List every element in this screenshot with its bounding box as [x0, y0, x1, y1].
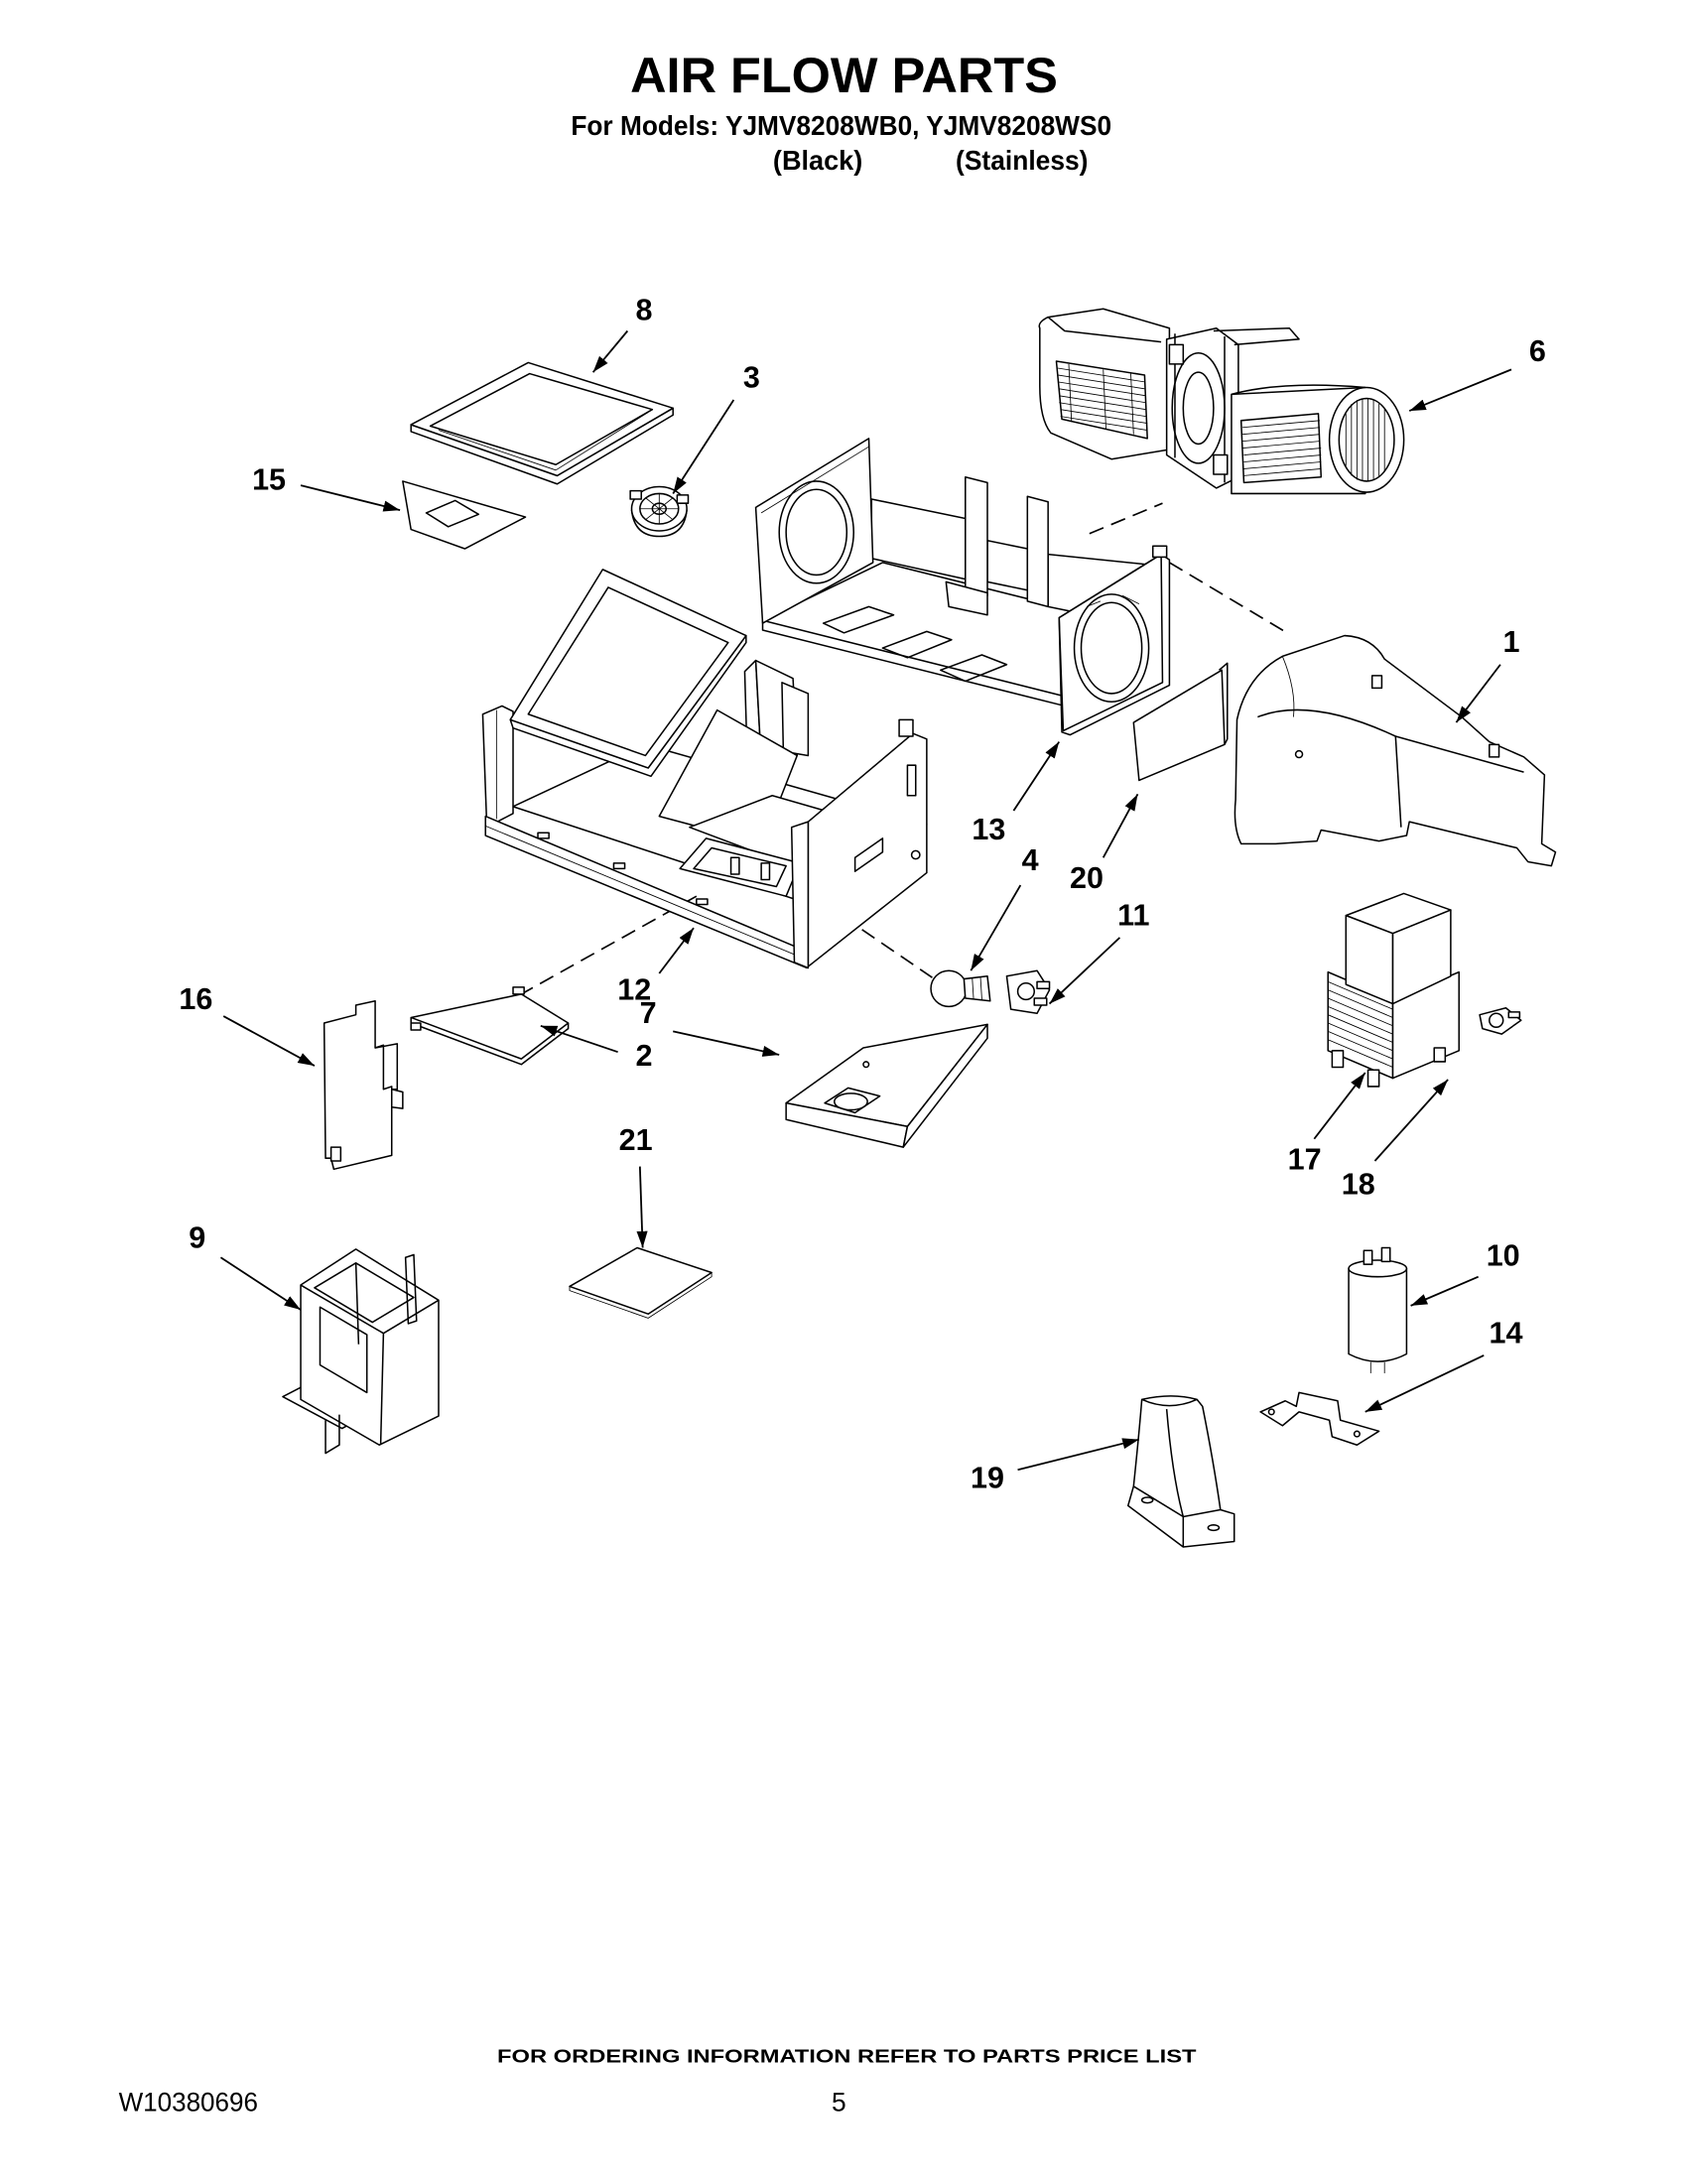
- leader-arrow-11: [1048, 937, 1121, 1005]
- variant-stainless-label: (Stainless): [956, 145, 1088, 176]
- document-number: W10380696: [119, 2087, 258, 2117]
- leader-arrow-13: [1012, 741, 1061, 812]
- part-20-drawing: [1132, 662, 1229, 782]
- part-21-drawing: [569, 1246, 713, 1319]
- callout-2: 2: [636, 1039, 653, 1073]
- callout-4: 4: [1022, 843, 1039, 877]
- leader-arrow-12: [658, 927, 695, 974]
- leader-arrow-18: [1373, 1079, 1449, 1162]
- callout-3: 3: [743, 360, 760, 394]
- leader-arrow-17: [1313, 1072, 1366, 1140]
- callout-13: 13: [972, 813, 1005, 846]
- part-7-drawing: [785, 1023, 988, 1148]
- part-6-drawing: [1038, 308, 1405, 495]
- callout-numbers: 8 3 6 15 1 13 4 20 11 12 16 7 2 21 17 18…: [179, 293, 1545, 1494]
- callout-15: 15: [252, 462, 286, 496]
- leader-arrow-15: [300, 484, 401, 512]
- leader-arrow-1: [1455, 664, 1501, 723]
- callout-6: 6: [1529, 334, 1546, 368]
- assembly-dashed-lines: [520, 502, 1290, 995]
- callout-11: 11: [1117, 898, 1149, 932]
- part-13-drawing: [1058, 545, 1171, 736]
- models-line: For Models: YJMV8208WB0, YJMV8208WS0: [571, 110, 1111, 141]
- callout-9: 9: [189, 1221, 205, 1255]
- leader-arrow-16: [222, 1015, 316, 1067]
- leader-arrow-3: [672, 399, 735, 494]
- part-9-drawing: [282, 1248, 440, 1455]
- callout-7: 7: [640, 996, 657, 1030]
- page-title: AIR FLOW PARTS: [630, 48, 1058, 103]
- callout-8: 8: [636, 293, 653, 326]
- part-17-drawing: [1327, 892, 1460, 1088]
- leader-arrow-19: [1017, 1438, 1140, 1472]
- leader-arrow-8: [591, 329, 629, 373]
- leader-arrow-6: [1408, 368, 1512, 412]
- leader-arrow-21: [636, 1166, 648, 1248]
- leader-arrow-10: [1410, 1275, 1480, 1307]
- callout-21: 21: [619, 1123, 653, 1157]
- part-14-drawing: [1259, 1391, 1380, 1446]
- part-19-drawing: [1126, 1395, 1235, 1548]
- callout-1: 1: [1503, 625, 1520, 659]
- part-18-drawing: [1479, 1006, 1522, 1035]
- leader-arrow-9: [219, 1256, 302, 1311]
- part-1-drawing: [1234, 634, 1557, 867]
- leader-arrow-14: [1364, 1354, 1485, 1413]
- callout-10: 10: [1487, 1239, 1520, 1273]
- variant-black-label: (Black): [773, 145, 862, 176]
- part-16-drawing: [323, 1000, 404, 1171]
- part-4-drawing: [930, 969, 991, 1008]
- leader-arrow-7: [673, 1030, 780, 1057]
- part-12-drawing: [481, 569, 928, 969]
- callout-17: 17: [1288, 1142, 1322, 1176]
- leader-arrows: [219, 329, 1512, 1472]
- callout-14: 14: [1489, 1316, 1522, 1349]
- callout-12: 12: [617, 972, 651, 1006]
- leader-arrow-4: [970, 884, 1022, 971]
- callout-20: 20: [1070, 861, 1104, 895]
- callout-16: 16: [179, 982, 212, 1016]
- part-11-drawing: [1005, 969, 1051, 1015]
- part-2-drawing: [410, 986, 570, 1066]
- leader-arrow-2: [540, 1024, 618, 1054]
- part-15-drawing: [402, 480, 527, 550]
- callout-19: 19: [971, 1461, 1004, 1494]
- ordering-note: FOR ORDERING INFORMATION REFER TO PARTS …: [497, 2046, 1197, 2067]
- part-10-drawing: [1348, 1246, 1408, 1373]
- part-8-drawing: [410, 361, 674, 485]
- part-3-drawing: [629, 485, 690, 538]
- callout-18: 18: [1342, 1167, 1375, 1201]
- leader-arrow-20: [1102, 793, 1139, 858]
- page-number: 5: [832, 2087, 846, 2117]
